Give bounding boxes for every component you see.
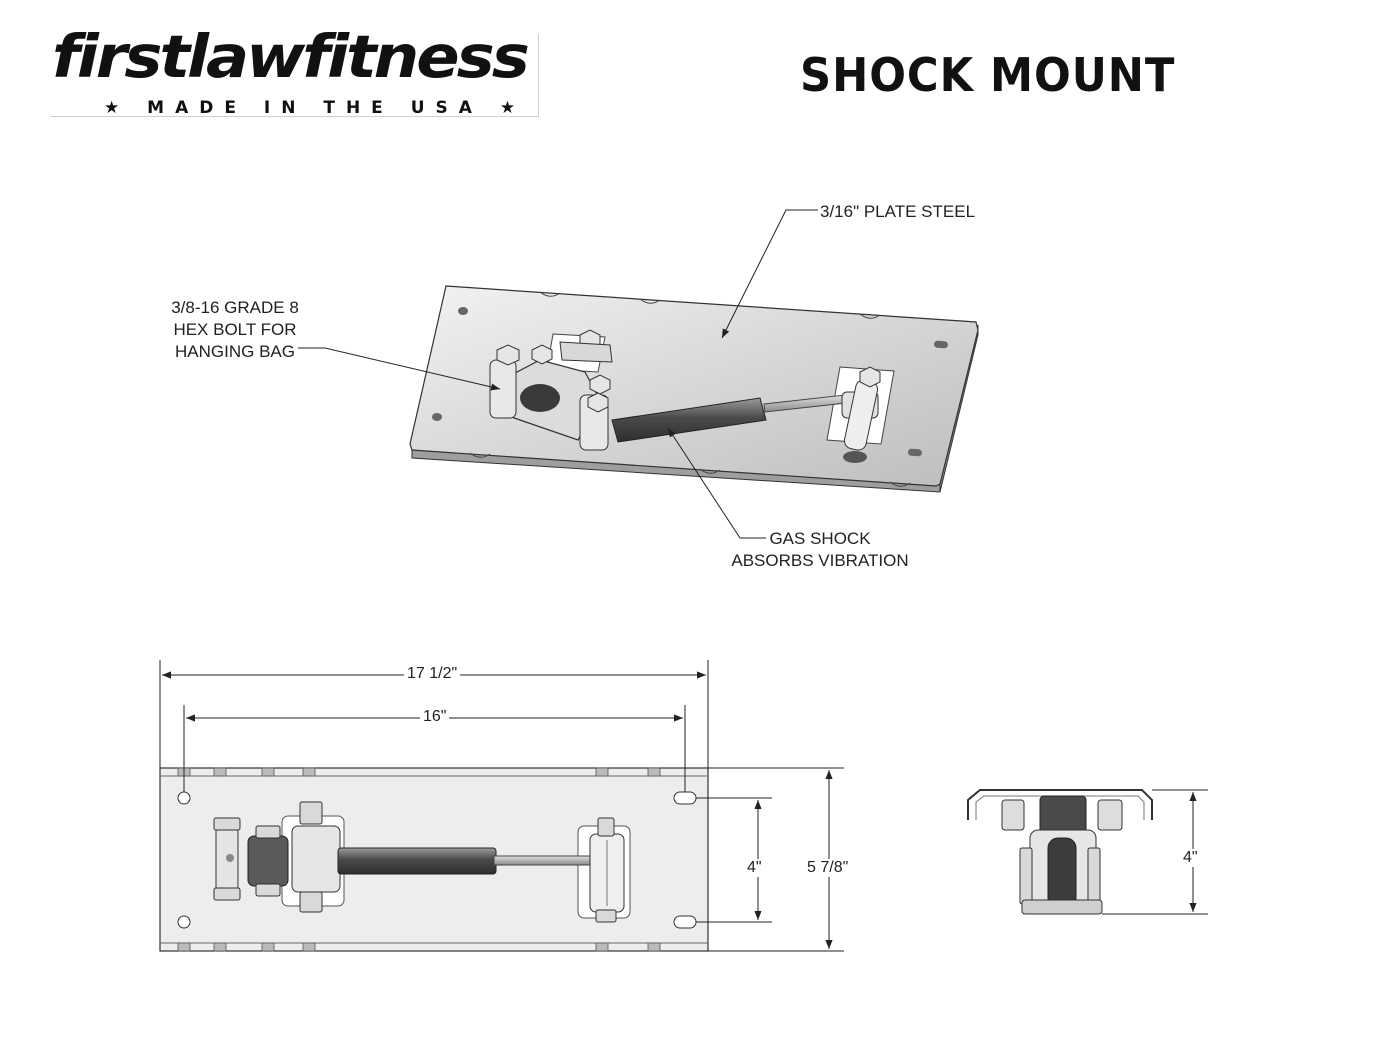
callout-hex-bolt-line3: HANGING BAG [175,342,295,361]
dim-side-height: 4" [1180,849,1201,867]
side-view [967,789,1153,915]
top-view [159,767,709,952]
dim-overall-width: 5 7/8" [804,859,852,877]
dim-hole-spacing-width: 4" [744,859,765,877]
brand-tagline: ★ MADE IN THE USA ★ [104,98,527,118]
page-title: SHOCK MOUNT [800,48,1176,102]
logo-frame [50,34,539,117]
callout-gas-shock: GAS SHOCK ABSORBS VIBRATION [720,528,920,572]
isometric-view [409,285,979,493]
leader-lines [298,209,818,539]
callout-hex-bolt: 3/8-16 GRADE 8 HEX BOLT FOR HANGING BAG [150,297,320,363]
gas-shock-cylinder [611,397,767,443]
callout-gas-shock-line1: GAS SHOCK [769,529,871,548]
callout-hex-bolt-line1: 3/8-16 GRADE 8 [171,298,299,317]
callout-hex-bolt-line2: HEX BOLT FOR [173,320,297,339]
dim-overall-length: 17 1/2" [404,665,461,683]
brand-logo: firstlawfitness [52,23,530,92]
gas-shock-top [337,847,497,875]
dim-hole-spacing-length: 16" [420,708,450,726]
callout-plate-steel: 3/16" PLATE STEEL [820,202,976,221]
callout-gas-shock-line2: ABSORBS VIBRATION [731,551,909,570]
